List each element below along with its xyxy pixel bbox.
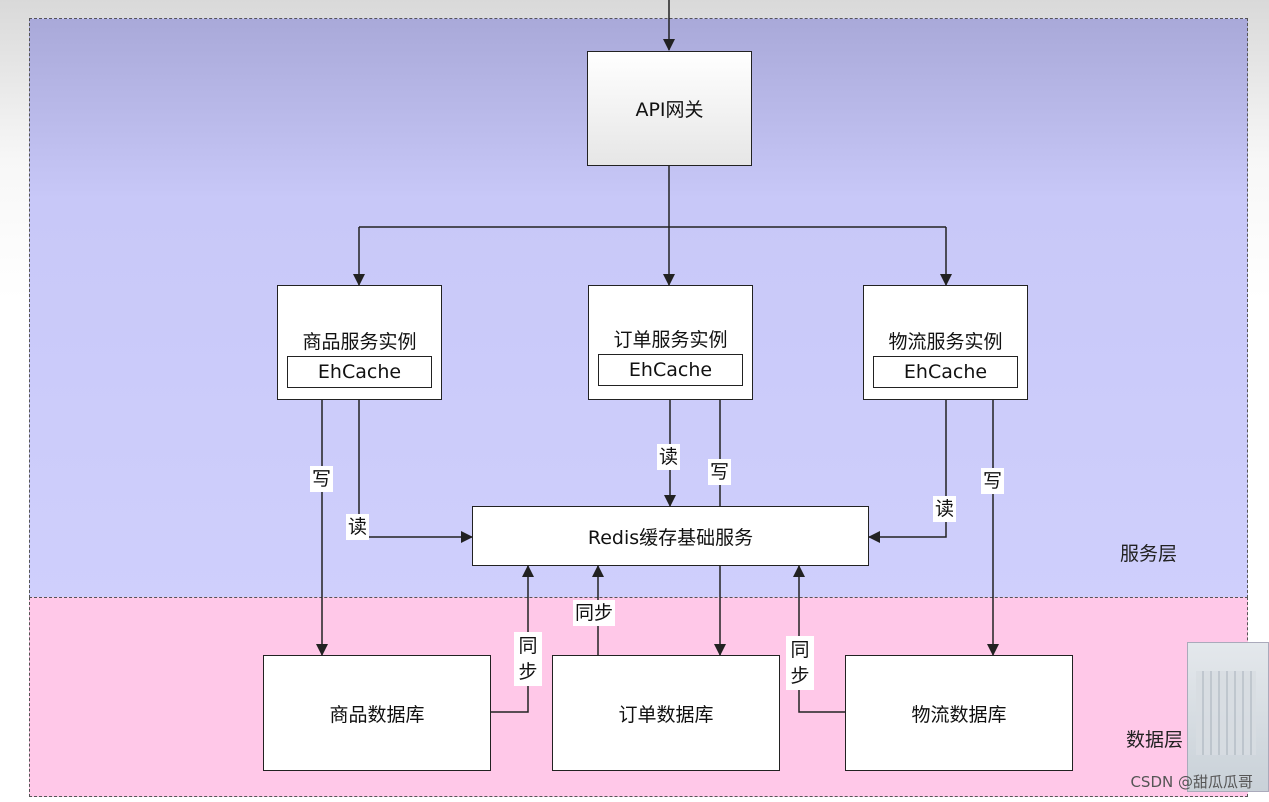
arrow-logistics-db-sync (793, 565, 845, 713)
api-gateway-label: API网关 (635, 99, 704, 121)
product-write-label: 写 (310, 466, 334, 492)
logistics-read-label: 读 (933, 496, 957, 522)
product-db-node: 商品数据库 (263, 655, 491, 771)
order-db-node: 订单数据库 (552, 655, 780, 771)
service-layer-label: 服务层 (1120, 543, 1178, 565)
order-ehcache-box: EhCache (598, 354, 743, 386)
logistics-service-label: 物流服务实例 (888, 331, 1003, 353)
order-service-label: 订单服务实例 (613, 329, 728, 351)
product-service-label: 商品服务实例 (302, 331, 417, 353)
order-sync-label: 同步 (573, 600, 616, 626)
logistics-write-label: 写 (981, 468, 1005, 494)
logistics-ehcache-box: EhCache (873, 356, 1018, 388)
thumbnail-screen (1196, 671, 1256, 755)
product-db-label: 商品数据库 (329, 703, 425, 726)
product-read-label: 读 (346, 514, 370, 540)
api-gateway-node: API网关 (587, 51, 752, 166)
order-db-label: 订单数据库 (618, 703, 714, 726)
logistics-db-label: 物流数据库 (911, 703, 1007, 726)
logistics-db-node: 物流数据库 (845, 655, 1073, 771)
arrow-product-read (358, 400, 473, 543)
data-layer-label: 数据层 (1126, 729, 1184, 751)
video-thumbnail[interactable] (1187, 642, 1269, 792)
redis-service-label: Redis缓存基础服务 (587, 526, 754, 549)
redis-service-node: Redis缓存基础服务 (472, 506, 869, 566)
arrow-logistics-read (868, 400, 947, 543)
order-write-label: 写 (708, 459, 732, 485)
product-sync-label: 同步 (514, 632, 542, 686)
arrow-product-db-sync (490, 565, 534, 713)
order-service-node: 订单服务实例 EhCache (588, 285, 753, 400)
logistics-sync-label: 同步 (786, 636, 814, 690)
order-read-label: 读 (657, 444, 681, 470)
product-service-node: 商品服务实例 EhCache (277, 285, 442, 400)
watermark: CSDN @甜瓜瓜哥 (1130, 773, 1253, 791)
logistics-service-node: 物流服务实例 EhCache (863, 285, 1028, 400)
product-ehcache-box: EhCache (287, 356, 432, 388)
